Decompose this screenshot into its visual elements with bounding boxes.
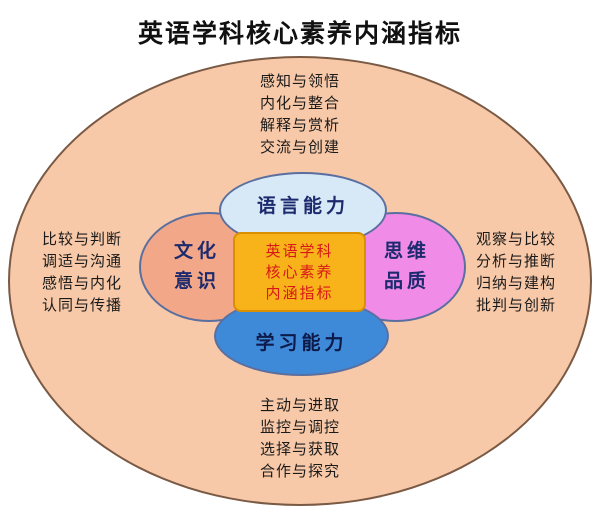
text-line: 感悟与内化 — [41, 274, 122, 292]
text-line: 归纳与建构 — [475, 274, 556, 292]
text-line: 主动与进取 — [259, 396, 340, 414]
text-line: 比较与判断 — [41, 230, 122, 248]
text-line: 选择与获取 — [259, 440, 340, 458]
thinking-quality-label: 思维 品质 — [372, 236, 442, 296]
core-line: 英语学科 — [265, 241, 334, 260]
left-text-block: 比较与判断 调适与沟通 感悟与内化 认同与传播 — [28, 228, 136, 316]
text-line: 文化 — [173, 240, 220, 262]
text-line: 分析与推断 — [475, 252, 556, 270]
top-text-block: 感知与领悟 内化与整合 解释与赏析 交流与创建 — [200, 70, 400, 158]
core-box: 英语学科 核心素养 内涵指标 — [233, 232, 366, 312]
text-line: 调适与沟通 — [41, 252, 122, 270]
right-text-block: 观察与比较 分析与推断 归纳与建构 批判与创新 — [460, 228, 572, 316]
culture-awareness-label: 文化 意识 — [162, 236, 232, 296]
core-line: 核心素养 — [265, 262, 334, 281]
text-line: 意识 — [173, 270, 220, 292]
text-line: 感知与领悟 — [259, 72, 340, 90]
text-line: 交流与创建 — [259, 138, 340, 156]
bottom-text-block: 主动与进取 监控与调控 选择与获取 合作与探究 — [200, 394, 400, 482]
learning-ability-label: 学习能力 — [255, 331, 348, 354]
diagram-title: 英语学科核心素养内涵指标 — [137, 19, 462, 48]
text-line: 解释与赏析 — [259, 116, 340, 134]
text-line: 内化与整合 — [259, 94, 340, 112]
text-line: 观察与比较 — [475, 230, 556, 248]
text-line: 批判与创新 — [475, 296, 556, 314]
text-line: 认同与传播 — [41, 296, 122, 314]
text-line: 合作与探究 — [259, 462, 340, 480]
text-line: 思维 — [383, 240, 430, 262]
text-line: 监控与调控 — [259, 418, 340, 436]
text-line: 品质 — [383, 270, 430, 292]
language-ability-label: 语言能力 — [256, 194, 349, 217]
core-line: 内涵指标 — [265, 283, 334, 302]
